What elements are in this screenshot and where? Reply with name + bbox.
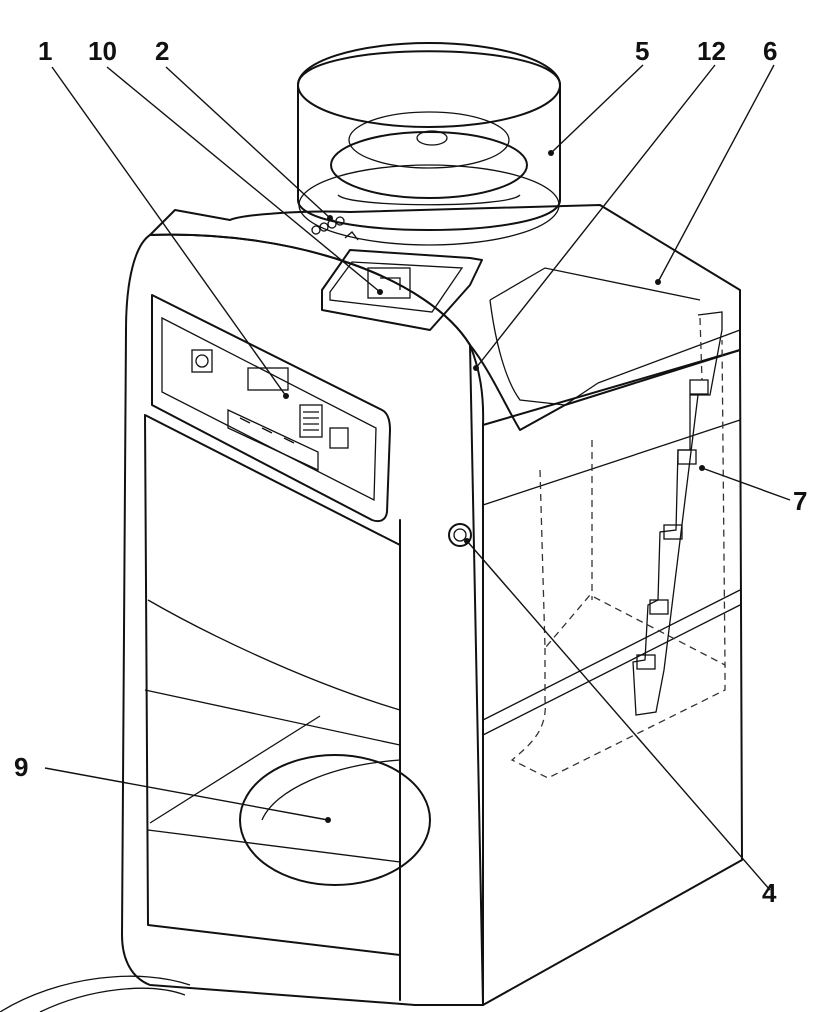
callout-12: 12	[697, 36, 726, 66]
water-level-scale	[632, 311, 723, 716]
callout-2: 2	[155, 36, 169, 66]
side-button[interactable]	[448, 523, 472, 547]
callout-10: 10	[88, 36, 117, 66]
water-tank-hidden	[510, 317, 726, 779]
callout-9: 9	[14, 752, 28, 782]
control-panel	[151, 294, 391, 523]
machine-body	[0, 204, 743, 1012]
callout-5: 5	[635, 36, 649, 66]
power-icon	[195, 354, 209, 368]
brew-button[interactable]	[329, 427, 349, 449]
callout-4: 4	[762, 878, 777, 908]
power-button[interactable]	[191, 349, 213, 373]
display-readout	[247, 367, 289, 391]
callout-7: 7	[793, 486, 807, 516]
callout-6: 6	[763, 36, 777, 66]
leader-lines	[44, 64, 791, 891]
callout-labels: 1 10 2 5 12 6 7 4 9	[14, 36, 807, 908]
callout-1: 1	[38, 36, 52, 66]
bean-hopper	[297, 42, 561, 246]
menu-grid	[299, 404, 323, 438]
